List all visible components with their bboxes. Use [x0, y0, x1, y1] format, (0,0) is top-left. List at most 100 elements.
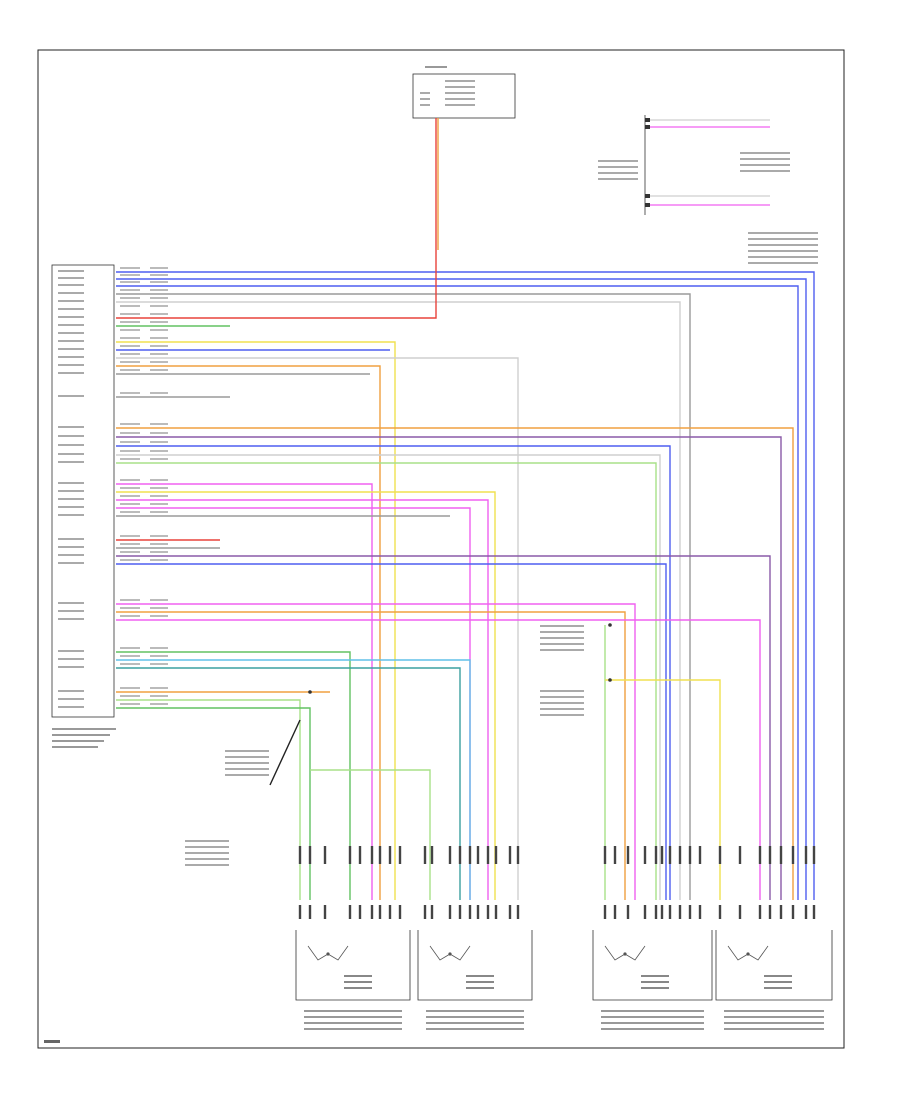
- motor-footer-mark: [724, 1028, 824, 1030]
- splice-label-mark: [540, 643, 584, 645]
- wire-code-mark: [120, 281, 140, 283]
- connector-pin-icon: [718, 905, 722, 919]
- motor-caption-mark: [641, 981, 669, 983]
- wire-blue-bus: [116, 271, 815, 900]
- wire-code-mark: [150, 487, 168, 489]
- wire-lightgray-bus: [116, 301, 681, 900]
- wire-yellow-drop2: [116, 491, 496, 900]
- control-module-pin-labels: [52, 267, 168, 748]
- corner-mark: [44, 1040, 60, 1043]
- wire-code-mark: [120, 703, 140, 705]
- motor-caption-mark: [764, 975, 792, 977]
- wire-code-mark: [150, 458, 168, 460]
- wire-code-mark: [120, 479, 140, 481]
- wire-orange-drop: [116, 365, 381, 900]
- wire-code-mark: [150, 329, 168, 331]
- wire-code-mark: [150, 305, 168, 307]
- wire-ground-branch: [269, 719, 301, 786]
- connector-pin-icon: [516, 846, 520, 864]
- wire-gray-drop: [116, 357, 519, 900]
- connector-pin-icon: [645, 118, 650, 122]
- wire-pink-drop: [116, 483, 373, 900]
- connector-pin-icon: [486, 905, 490, 919]
- connector-pin-icon: [791, 846, 795, 864]
- wire-code-mark: [120, 647, 140, 649]
- wire-pink-drop3: [116, 507, 471, 900]
- wire-code-mark: [150, 495, 168, 497]
- pin-label-mark: [58, 461, 84, 463]
- motor-box: [715, 930, 833, 1001]
- connector-pin-icon: [643, 846, 647, 864]
- connector-pin-icon: [645, 125, 650, 129]
- wire-blue-right: [116, 563, 667, 900]
- connector-pin-icon: [298, 905, 302, 919]
- wire-code-mark: [120, 450, 140, 452]
- connector-pin-icon: [678, 905, 682, 919]
- fuse-label-mark: [445, 86, 475, 88]
- connector-pin-icon: [388, 905, 392, 919]
- connector-pin-icon: [718, 846, 722, 864]
- fuse-box-labels: [420, 66, 475, 106]
- pin-label-mark: [58, 490, 84, 492]
- connector-pin-icon: [486, 846, 490, 864]
- splice-label-mark: [540, 708, 584, 710]
- connector-pin-icon: [378, 905, 382, 919]
- wires: [116, 118, 815, 900]
- wire-pink-drop2: [116, 499, 489, 900]
- connector-pin-icon: [654, 846, 658, 864]
- wire-code-mark: [120, 423, 140, 425]
- motor-caption-mark: [344, 987, 372, 989]
- motor-footer-mark: [304, 1016, 402, 1018]
- wire-pink-right: [116, 603, 636, 900]
- wire-code-mark: [150, 337, 168, 339]
- connector-pin-icon: [645, 203, 650, 207]
- motor-footer-mark: [426, 1010, 524, 1012]
- harness-label-mark: [748, 262, 818, 264]
- motor-footer-mark: [601, 1022, 704, 1024]
- wire-green-drop: [116, 651, 351, 900]
- motor-caption-mark: [466, 987, 494, 989]
- wire-code-mark: [150, 345, 168, 347]
- pin-label-mark: [58, 372, 84, 374]
- connector-pin-icon: [430, 846, 434, 864]
- motor-footer-mark: [724, 1022, 824, 1024]
- connector-pin-icon: [298, 846, 302, 864]
- wire-blue-bus: [116, 278, 807, 900]
- wire-code-mark: [150, 423, 168, 425]
- pin-label-mark: [58, 348, 84, 350]
- wire-code-mark: [150, 687, 168, 689]
- connector-pin-icon: [791, 905, 795, 919]
- wire-splice-pass-2: [605, 679, 721, 900]
- connector-pin-icon: [358, 905, 362, 919]
- wire-code-mark: [150, 503, 168, 505]
- motor-caption-mark: [641, 975, 669, 977]
- wire-code-mark: [120, 345, 140, 347]
- splice-label-mark: [185, 840, 229, 842]
- splice-dot-icon: [308, 690, 312, 694]
- pin-label-mark: [58, 538, 84, 540]
- pin-label-mark: [58, 650, 84, 652]
- wire-splice-driver: [310, 769, 431, 900]
- wire-code-mark: [120, 543, 140, 545]
- connector-pin-icon: [758, 905, 762, 919]
- connector-pin-icon: [398, 905, 402, 919]
- connector-pin-icon: [468, 846, 472, 864]
- connector-pin-icon: [308, 846, 312, 864]
- pin-label-mark: [58, 316, 84, 318]
- wire-code-marks: [298, 846, 816, 919]
- pin-label-mark: [58, 364, 84, 366]
- connector-pin-icon: [348, 905, 352, 919]
- pin-label-mark: [58, 482, 84, 484]
- wire-orange-right: [116, 427, 794, 900]
- wire-code-mark: [120, 559, 140, 561]
- connector-pin-icon: [508, 846, 512, 864]
- motor-boxes: [295, 930, 833, 1030]
- wire-code-mark: [150, 353, 168, 355]
- motor-caption-mark: [466, 975, 494, 977]
- wire-code-mark: [120, 695, 140, 697]
- wire-code-mark: [150, 543, 168, 545]
- connector-pin-icon: [779, 905, 783, 919]
- pin-label-mark: [58, 666, 84, 668]
- pin-label-mark: [58, 610, 84, 612]
- connector-pin-icon: [308, 905, 312, 919]
